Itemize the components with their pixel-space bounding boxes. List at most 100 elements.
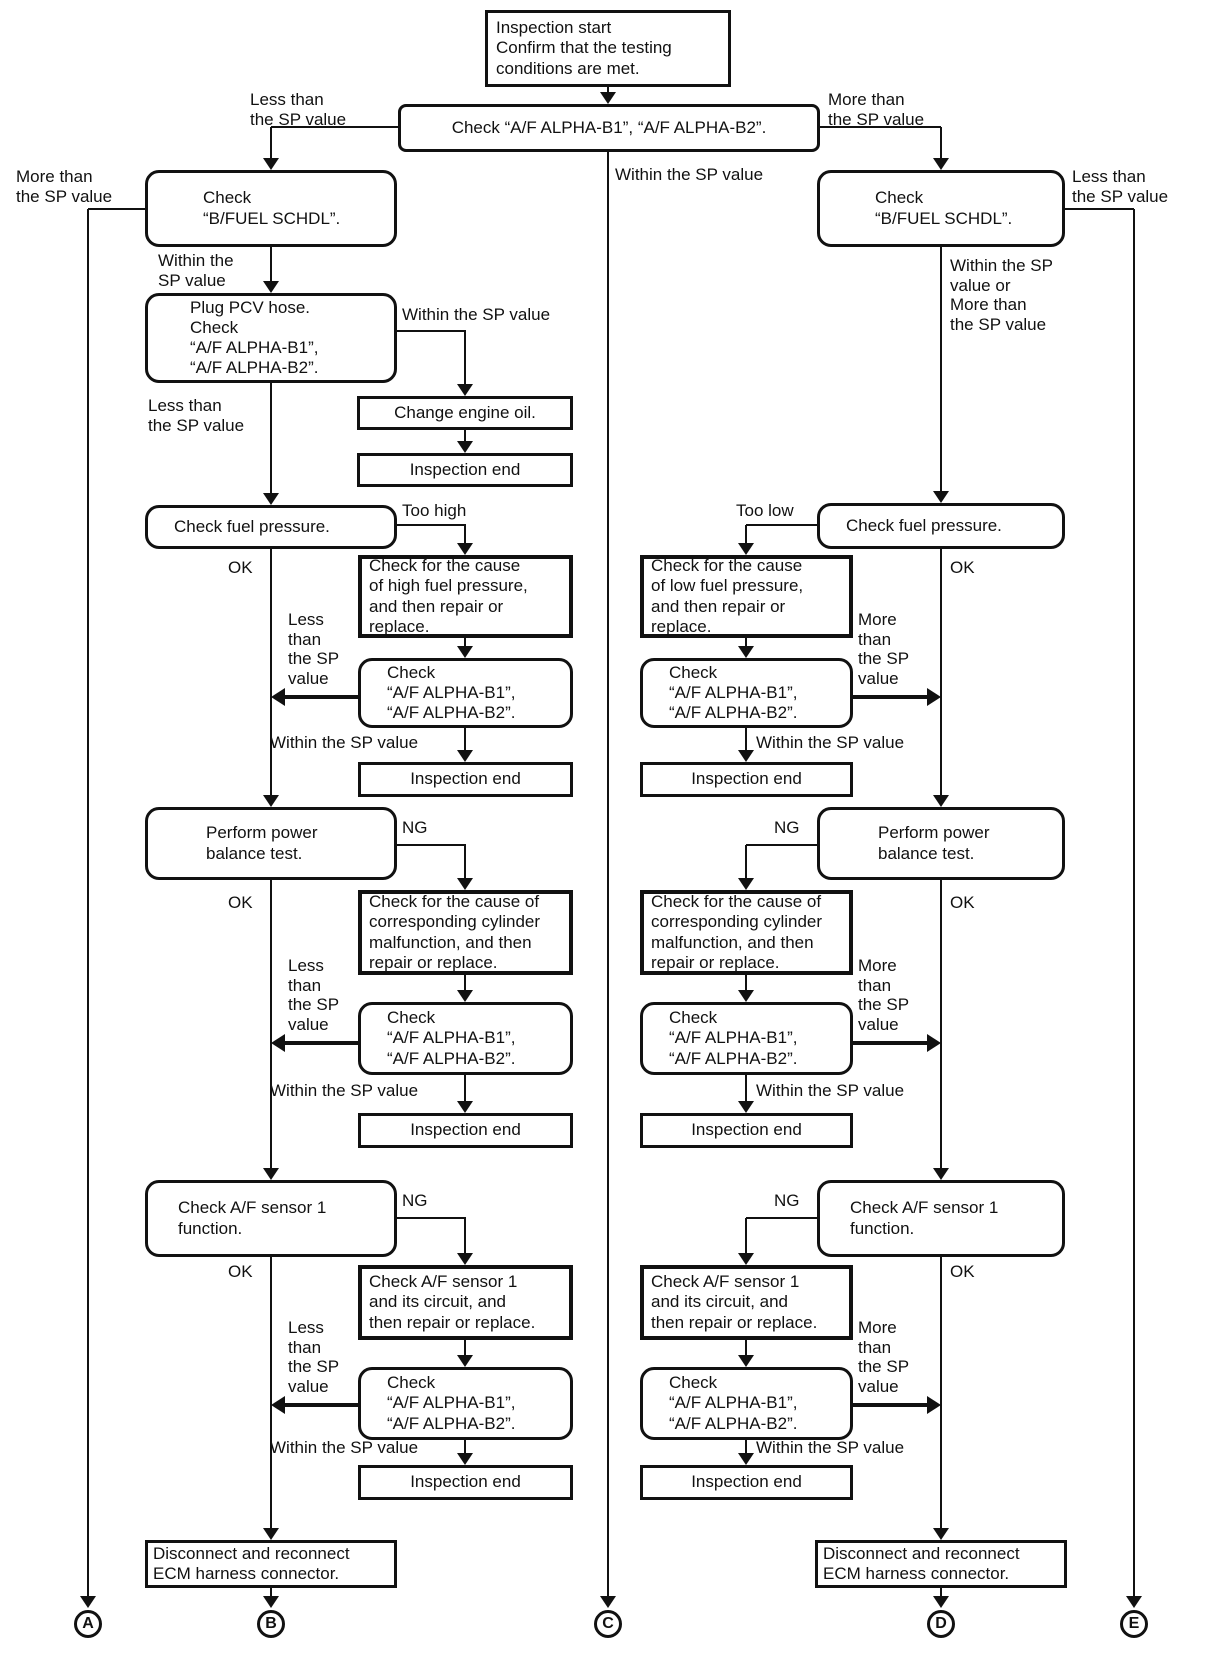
- label-within-sp-left-2: Within the SP value: [270, 1081, 419, 1100]
- flow-line-d: [940, 1257, 942, 1528]
- arrowhead-down: [457, 878, 473, 890]
- flow-line: [397, 330, 466, 332]
- arrowhead-down: [457, 384, 473, 396]
- label-within-sp-right-3: Within the SP value: [756, 1438, 905, 1457]
- flow-line: [464, 1218, 466, 1253]
- label-within-sp-plug: Within the SP value: [402, 305, 551, 324]
- node-power-balance-left: Perform power balance test.: [145, 807, 397, 880]
- flow-line-b: [270, 1257, 272, 1528]
- label-ng-sensor-right: NG: [774, 1191, 800, 1210]
- label-less-stack-1: Less than the SP value: [288, 610, 340, 689]
- flow-line: [464, 975, 466, 990]
- flow-line: [745, 1075, 747, 1101]
- arrowhead-down: [738, 990, 754, 1002]
- arrowhead-down: [933, 1528, 949, 1540]
- label-within-sp-right-1: Within the SP value: [756, 733, 905, 752]
- arrowhead-down: [1126, 1596, 1142, 1608]
- arrowhead-left: [271, 1396, 285, 1414]
- flow-line: [745, 975, 747, 990]
- arrowhead-down: [457, 1453, 473, 1465]
- arrowhead-down: [933, 491, 949, 503]
- label-too-high: Too high: [402, 501, 467, 520]
- arrowhead-down: [933, 1596, 949, 1608]
- flow-line: [607, 87, 609, 92]
- node-check-alpha-right-1: Check “A/F ALPHA-B1”, “A/F ALPHA-B2”.: [640, 658, 853, 728]
- node-inspection-end-right-3: Inspection end: [640, 1465, 853, 1500]
- flow-line: [464, 525, 466, 543]
- arrowhead-down: [263, 493, 279, 505]
- flow-line: [284, 695, 358, 699]
- flow-line: [745, 728, 747, 750]
- connector-circle-e: E: [1120, 1610, 1148, 1638]
- node-check-alpha-left-2: Check “A/F ALPHA-B1”, “A/F ALPHA-B2”.: [358, 1002, 573, 1075]
- arrowhead-down: [738, 543, 754, 555]
- arrowhead-down: [263, 281, 279, 293]
- flow-line: [853, 695, 928, 699]
- label-less-stack-3: Less than the SP value: [288, 1318, 340, 1397]
- node-cause-cylinder-right: Check for the cause of corresponding cyl…: [640, 890, 853, 975]
- label-within-sp-left-1: Within the SP value: [270, 733, 419, 752]
- flow-line-d: [940, 549, 942, 795]
- node-disconnect-ecm-right: Disconnect and reconnect ECM harness con…: [815, 1540, 1067, 1588]
- arrowhead-left: [271, 1034, 285, 1052]
- flow-line: [820, 126, 941, 128]
- flow-line: [464, 430, 466, 441]
- label-more-than-sp-topright: More than the SP value: [828, 90, 925, 129]
- arrowhead-down: [263, 1528, 279, 1540]
- flow-line: [746, 844, 817, 846]
- node-inspection-end-left-1: Inspection end: [358, 762, 573, 797]
- flow-line-b: [270, 880, 272, 1168]
- flow-line: [746, 524, 817, 526]
- arrowhead-down: [457, 646, 473, 658]
- label-more-than-sp-farleft: More than the SP value: [16, 167, 113, 206]
- flow-line: [397, 844, 466, 846]
- node-disconnect-ecm-left: Disconnect and reconnect ECM harness con…: [145, 1540, 397, 1588]
- flow-line: [745, 1340, 747, 1355]
- arrowhead-down: [933, 795, 949, 807]
- flow-line: [464, 1440, 466, 1453]
- flow-line-b: [270, 1588, 272, 1596]
- arrowhead-left: [271, 688, 285, 706]
- node-inspection-end-right-1: Inspection end: [640, 762, 853, 797]
- arrowhead-down: [457, 1101, 473, 1113]
- flow-line: [397, 524, 466, 526]
- label-within-sp-center: Within the SP value: [615, 165, 764, 184]
- flow-line: [270, 127, 272, 158]
- flow-line-e: [1133, 209, 1135, 1596]
- arrowhead-down: [457, 543, 473, 555]
- arrowhead-down: [457, 750, 473, 762]
- arrowhead-down: [457, 1253, 473, 1265]
- arrowhead-right: [927, 1034, 941, 1052]
- flow-line-d: [940, 1588, 942, 1596]
- label-within-sp-bfuel-left: Within the SP value: [158, 251, 234, 290]
- flow-line: [271, 126, 398, 128]
- node-change-oil: Change engine oil.: [357, 396, 573, 430]
- arrowhead-down: [600, 92, 616, 104]
- node-check-sensor-left: Check A/F sensor 1 function.: [145, 1180, 397, 1257]
- node-cause-cylinder-left: Check for the cause of corresponding cyl…: [358, 890, 573, 975]
- flow-line: [270, 247, 272, 281]
- arrowhead-down: [933, 158, 949, 170]
- label-within-or-more-bfuel-right: Within the SP value or More than the SP …: [950, 256, 1053, 335]
- arrowhead-down: [738, 750, 754, 762]
- label-ok-fuel-left: OK: [228, 558, 253, 577]
- arrowhead-down: [738, 1355, 754, 1367]
- flow-line: [464, 1075, 466, 1101]
- flow-line: [397, 1217, 466, 1219]
- connector-circle-b: B: [257, 1610, 285, 1638]
- arrowhead-down: [738, 1453, 754, 1465]
- flow-line: [1065, 208, 1134, 210]
- arrowhead-down: [263, 795, 279, 807]
- arrowhead-down: [738, 1253, 754, 1265]
- node-inspection-end-0: Inspection end: [357, 453, 573, 487]
- arrowhead-down: [457, 441, 473, 453]
- label-ok-sensor-right: OK: [950, 1262, 975, 1281]
- label-ok-fuel-right: OK: [950, 558, 975, 577]
- node-sensor-circuit-left: Check A/F sensor 1 and its circuit, and …: [358, 1265, 573, 1340]
- label-ok-power-right: OK: [950, 893, 975, 912]
- flow-line: [88, 208, 145, 210]
- node-check-alpha-right-2: Check “A/F ALPHA-B1”, “A/F ALPHA-B2”.: [640, 1002, 853, 1075]
- flow-line: [284, 1403, 358, 1407]
- arrowhead-down: [738, 1101, 754, 1113]
